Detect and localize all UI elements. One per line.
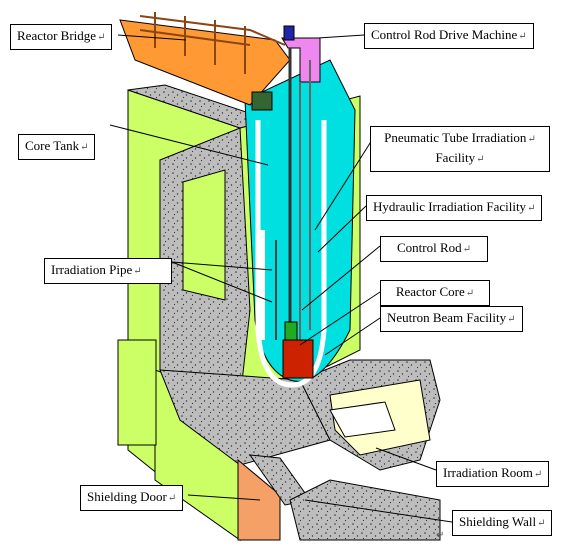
label-irradiation-room: Irradiation Room↵ <box>436 461 550 487</box>
label-shielding-door: Shielding Door↵ <box>80 485 184 511</box>
shielding-wall-block <box>289 479 441 541</box>
label-control-rod: Control Rod↵ <box>380 236 488 262</box>
window-panel <box>182 169 226 301</box>
label-hydraulic-irradiation-facility: Hydraulic Irradiation Facility↵ <box>366 195 543 221</box>
drive-motor <box>283 25 295 41</box>
reactor-bridge-deck <box>119 19 291 106</box>
stray-return-mark: ↵ <box>436 530 445 541</box>
label-control-rod-drive-machine: Control Rod Drive Machine↵ <box>364 23 534 49</box>
bridge-rail <box>139 15 286 46</box>
leader-lines <box>109 34 453 523</box>
label-neutron-beam-facility: Neutron Beam Facility↵ <box>380 306 523 332</box>
label-pneumatic-tube-irradiation-facility: Pneumatic Tube Irradiation↵Facility↵ <box>370 126 550 172</box>
core-tank-wall <box>255 120 327 388</box>
side-column <box>117 339 157 446</box>
bridge-box <box>251 91 273 111</box>
label-core-tank: Core Tank↵ <box>18 134 96 160</box>
reactor-core-block <box>282 339 314 379</box>
label-reactor-core: Reactor Core↵ <box>380 280 490 306</box>
label-irradiation-pipe: Irradiation Pipe↵ <box>44 258 172 284</box>
label-reactor-bridge: Reactor Bridge↵ <box>10 24 113 50</box>
label-shielding-wall: Shielding Wall↵ <box>452 510 553 536</box>
